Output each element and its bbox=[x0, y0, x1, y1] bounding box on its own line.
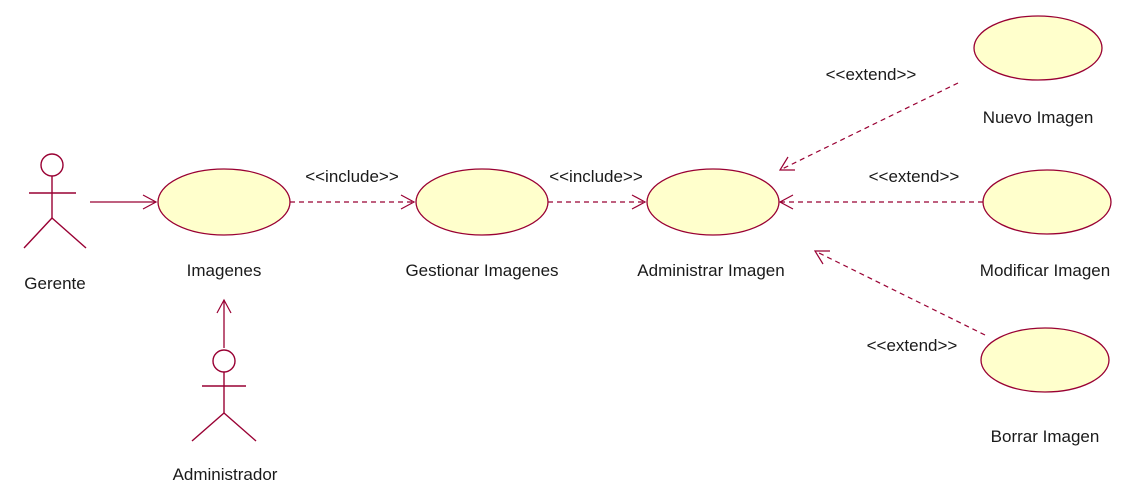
extend-label-nuevo: <<extend>> bbox=[826, 65, 917, 84]
actor-gerente[interactable] bbox=[23, 153, 87, 249]
extend-nuevo-arrowhead bbox=[778, 156, 795, 171]
use-case-imagenes[interactable] bbox=[157, 168, 291, 236]
actor-administrador[interactable] bbox=[191, 349, 257, 442]
actor-gerente-right-leg bbox=[51, 217, 87, 249]
include-label-2: <<include>> bbox=[549, 167, 643, 186]
include-label-1: <<include>> bbox=[305, 167, 399, 186]
use-case-borrar-imagen[interactable] bbox=[980, 327, 1110, 393]
use-case-modificar-imagen[interactable] bbox=[982, 169, 1112, 235]
use-case-modificar-imagen-label: Modificar Imagen bbox=[980, 261, 1110, 280]
extend-modificar-arrowhead bbox=[778, 194, 794, 210]
extend-modificar-administrar[interactable] bbox=[778, 194, 983, 210]
association-gerente-arrowhead bbox=[142, 194, 158, 210]
association-gerente-imagenes[interactable] bbox=[90, 194, 158, 210]
actor-administrador-right-leg bbox=[223, 412, 257, 442]
include-imagenes-gestionar[interactable] bbox=[290, 194, 416, 210]
association-administrador-imagenes[interactable] bbox=[216, 298, 232, 348]
actor-administrador-left-leg bbox=[191, 412, 225, 442]
actor-administrador-label: Administrador bbox=[173, 465, 278, 484]
use-case-gestionar-imagenes[interactable] bbox=[415, 168, 549, 236]
include-imagenes-gestionar-arrowhead bbox=[400, 194, 416, 210]
actor-gerente-left-leg bbox=[23, 217, 53, 249]
extend-nuevo-administrar[interactable] bbox=[778, 82, 959, 171]
extend-label-modificar: <<extend>> bbox=[869, 167, 960, 186]
use-case-administrar-imagen-label: Administrar Imagen bbox=[637, 261, 784, 280]
actor-gerente-head bbox=[40, 153, 64, 177]
extend-borrar-line bbox=[814, 250, 986, 336]
actor-gerente-label: Gerente bbox=[24, 274, 85, 293]
association-administrador-arrowhead bbox=[216, 298, 232, 314]
include-gestionar-administrar-arrowhead bbox=[631, 194, 647, 210]
use-case-nuevo-imagen-label: Nuevo Imagen bbox=[983, 108, 1094, 127]
include-gestionar-administrar[interactable] bbox=[548, 194, 647, 210]
extend-label-borrar: <<extend>> bbox=[867, 336, 958, 355]
extend-nuevo-line bbox=[779, 82, 959, 171]
use-case-imagenes-label: Imagenes bbox=[187, 261, 262, 280]
extend-borrar-arrowhead bbox=[813, 250, 830, 265]
use-case-administrar-imagen[interactable] bbox=[646, 168, 780, 236]
use-case-gestionar-imagenes-label: Gestionar Imagenes bbox=[405, 261, 558, 280]
actor-administrador-head bbox=[212, 349, 236, 373]
use-case-nuevo-imagen[interactable] bbox=[973, 15, 1103, 81]
extend-borrar-administrar[interactable] bbox=[813, 250, 986, 336]
use-case-borrar-imagen-label: Borrar Imagen bbox=[991, 427, 1100, 446]
